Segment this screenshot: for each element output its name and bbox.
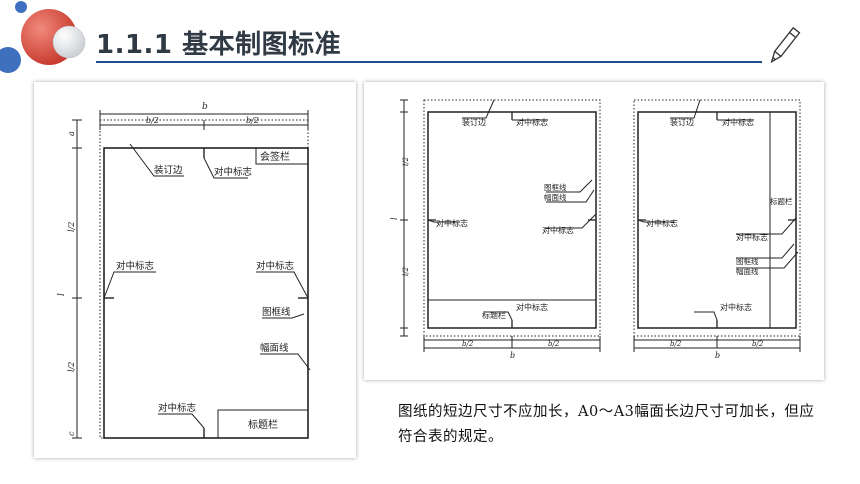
rb-center-mark-right-label: 对中标志 xyxy=(736,232,768,242)
left-border-line-label: 图框线 xyxy=(262,306,291,318)
ra-title-block-label: 标题栏 xyxy=(482,310,506,320)
rb-border-line-label: 图框线 xyxy=(736,256,759,266)
rb-binding-edge-label: 装订边 xyxy=(670,117,694,127)
left-center-mark-top-label: 对中标志 xyxy=(214,166,252,178)
left-center-mark-left-label: 对中标志 xyxy=(116,260,154,272)
left-figure-panel: b b/2 b/2 a l/2 l l/2 c 会签栏 装订边 对中标志 对中标… xyxy=(34,82,356,458)
decor-circle-small-blue xyxy=(15,1,27,13)
left-figure-svg: b b/2 b/2 a l/2 l l/2 c 会签栏 装订边 对中标志 对中标… xyxy=(57,102,311,439)
ra-dim-b-half-left: b/2 xyxy=(462,340,474,348)
left-dim-l-half-bottom: l/2 xyxy=(67,362,76,372)
decor-circles-svg xyxy=(0,1,86,73)
rb-center-mark-top-label: 对中标志 xyxy=(722,117,754,127)
pencil-icon xyxy=(766,24,802,68)
left-dim-c: c xyxy=(67,431,76,436)
left-dim-b: b xyxy=(202,102,208,112)
decor-circle-large-blue xyxy=(0,47,21,73)
caption-text: 图纸的短边尺寸不应加长，A0～A3幅面长边尺寸可加长，但应符合表的规定。 xyxy=(398,404,815,445)
ra-center-mark-right-label: 对中标志 xyxy=(542,225,574,235)
left-center-mark-right-label: 对中标志 xyxy=(256,260,294,272)
rb-dim-b-half-right: b/2 xyxy=(752,340,764,348)
ra-center-mark-top-label: 对中标志 xyxy=(516,117,548,127)
rb-center-mark-bottom-label: 对中标志 xyxy=(720,302,752,312)
left-dim-l: l xyxy=(57,293,67,296)
left-title-block-label: 标题栏 xyxy=(248,418,278,431)
ra-dim-l-half-bottom: l/2 xyxy=(402,266,410,276)
rb-sheet-line-label: 幅面线 xyxy=(736,266,759,276)
left-sign-box-label: 会签栏 xyxy=(260,150,290,163)
ra-center-mark-bottom-label: 对中标志 xyxy=(516,302,548,312)
ra-dim-l: l xyxy=(390,217,399,220)
ra-sheet-line-label: 幅面线 xyxy=(544,192,567,202)
left-dim-b-half-right: b/2 xyxy=(246,116,259,125)
ra-center-mark-left-label: 对中标志 xyxy=(436,218,468,228)
left-binding-edge-label: 装订边 xyxy=(154,164,183,176)
ra-dim-b-half-right: b/2 xyxy=(548,340,560,348)
decor-circles xyxy=(0,0,96,90)
title-underline xyxy=(96,61,762,63)
ra-binding-edge-label: 装订边 xyxy=(462,117,486,127)
page-title: 1.1.1 基本制图标准 xyxy=(96,30,342,60)
rb-title-block-label: 标题栏 xyxy=(770,196,793,206)
left-sheet-line-label: 幅面线 xyxy=(260,342,289,354)
right-figure-svg: 装订边 对中标志 图框线 幅面线 对中标志 对中标志 标题栏 对中标志 l/2 … xyxy=(390,99,801,360)
left-center-mark-bottom-label: 对中标志 xyxy=(158,402,196,414)
left-dim-l-half-top: l/2 xyxy=(67,222,76,232)
rb-dim-b: b xyxy=(715,351,720,360)
rb-center-mark-left-label: 对中标志 xyxy=(646,218,678,228)
decor-circle-grey xyxy=(52,25,86,59)
ra-dim-b: b xyxy=(510,351,515,360)
ra-border-line-label: 图框线 xyxy=(544,182,567,192)
left-dim-b-half-left: b/2 xyxy=(146,116,159,125)
right-figure-panel: 装订边 对中标志 图框线 幅面线 对中标志 对中标志 标题栏 对中标志 l/2 … xyxy=(364,82,824,380)
rb-dim-b-half-left: b/2 xyxy=(670,340,682,348)
pencil-svg xyxy=(770,26,801,64)
left-dim-a: a xyxy=(67,131,76,136)
ra-dim-l-half-top: l/2 xyxy=(402,156,410,166)
